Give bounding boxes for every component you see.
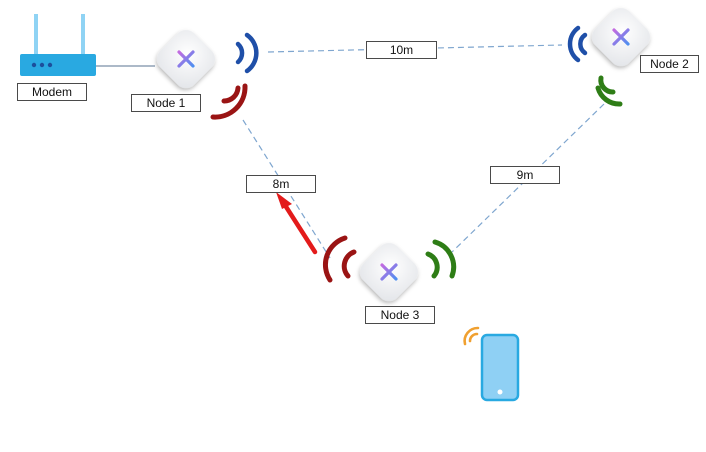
node-2-label: Node 2 (640, 55, 699, 73)
node-1-icon (157, 30, 215, 88)
node-3-label: Node 3 (365, 306, 435, 324)
node-1-blue-signal-icon (235, 32, 259, 74)
distance-node2-node3-label: 9m (490, 166, 560, 184)
phone-signal-icon (463, 326, 480, 346)
node-2-icon (592, 8, 650, 66)
node-3-green-signal-icon (425, 239, 457, 279)
move-direction-arrow (276, 192, 318, 255)
node-1-label: Node 1 (131, 94, 201, 112)
node-1-red-signal-icon (210, 83, 248, 120)
distance-node1-node2-label: 10m (366, 41, 437, 59)
phone-icon (480, 333, 520, 402)
node-2-green-signal-icon (595, 75, 623, 107)
modem-label: Modem (17, 83, 87, 101)
link-node1-node2 (267, 44, 563, 53)
node-3-icon (360, 243, 418, 301)
link-node2-node3 (451, 103, 605, 253)
distance-node1-node3-label: 8m (246, 175, 316, 193)
node-3-red-signal-icon (322, 235, 357, 283)
modem-icon (20, 14, 96, 76)
node-2-blue-signal-icon (567, 25, 588, 63)
